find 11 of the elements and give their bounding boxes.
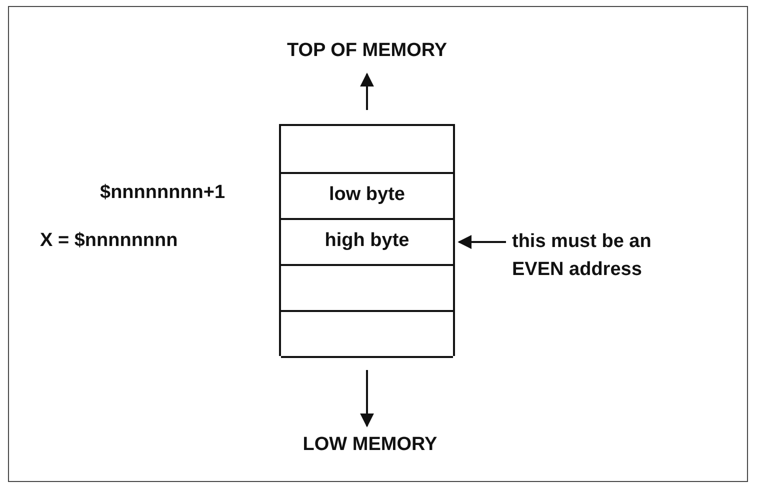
address-label: X = $nnnnnnnn: [40, 230, 178, 252]
arrow: [360, 72, 374, 110]
label-text: this must be an EVEN address: [512, 228, 702, 284]
memory-block: [279, 124, 455, 356]
memory-cell: high byte: [281, 218, 453, 266]
arrow: [360, 370, 374, 428]
arrow: [458, 235, 506, 249]
label-text: TOP OF MEMORY: [262, 40, 472, 66]
label-text: LOW MEMORY: [280, 434, 460, 460]
address-label: $nnnnnnnn+1: [100, 182, 226, 204]
memory-cell: low byte: [281, 172, 453, 220]
